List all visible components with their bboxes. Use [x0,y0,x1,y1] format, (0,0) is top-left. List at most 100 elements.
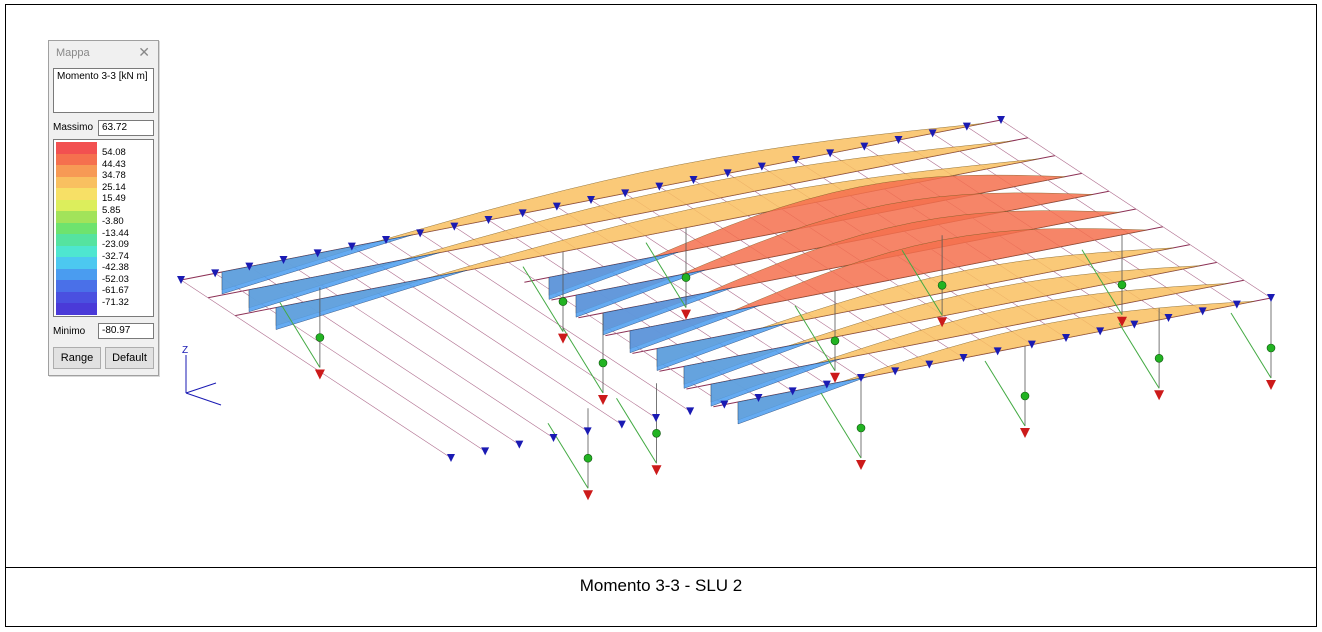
end-release-icon [1164,314,1173,322]
default-button[interactable]: Default [105,347,154,369]
end-release-icon [993,347,1002,356]
node-marker [1117,280,1127,290]
moment-diagram-negative [275,270,467,330]
moment-diagram [737,301,1255,421]
cross-member [1000,119,1272,299]
legend-tick-label: 44.43 [102,158,126,170]
structure-model-view[interactable]: Z [6,5,1316,565]
figure-frame: Z Mappa ✕ Momento 3-3 [kN m] Massimo 63.… [5,4,1317,627]
moment-diagram-negative [656,323,787,371]
end-release-icon [481,447,490,456]
cross-member [454,226,725,405]
legend-tick-label: -3.80 [102,216,124,227]
support-icon [681,309,691,320]
end-release-icon [552,202,561,211]
end-release-icon [621,189,630,198]
legend-tick-label: 25.14 [102,181,126,193]
range-button[interactable]: Range [53,347,101,369]
end-release-icon [587,196,595,204]
moment-diagram-negative [548,252,679,300]
moment-diagram-negative [683,341,814,389]
end-release-icon [617,420,626,429]
node-marker [856,423,866,433]
legend-swatch [56,165,97,177]
node-marker [652,428,661,438]
moment-diagram-negative [629,305,760,354]
mappa-panel[interactable]: Mappa ✕ Momento 3-3 [kN m] Massimo 63.72… [48,40,159,376]
node-marker [681,273,691,282]
brace-line [562,327,604,394]
moment-diagram [602,210,1120,332]
legend-swatch [56,268,97,280]
brace-line [547,422,589,489]
end-release-icon [549,434,558,442]
legend-tick-label: -42.38 [102,262,129,273]
legend-tick-label: 15.49 [102,193,126,204]
end-release-icon [826,149,835,158]
support-icon [1154,390,1165,401]
legend-swatch [56,291,97,303]
support-icon [558,333,568,344]
end-release-icon [857,374,865,382]
end-release-icon [211,269,220,278]
support-icon [583,490,593,501]
end-release-icon [962,122,971,131]
legend-tick-label: -52.03 [102,273,129,285]
support-icon [598,395,608,405]
caption-row: Momento 3-3 - SLU 2 [6,567,1316,626]
end-release-icon [757,162,766,171]
mappa-title: Mappa [56,47,90,59]
moment-diagram [548,174,1066,296]
support-icon [1117,316,1127,327]
brace-line [645,242,687,308]
moment-diagram [710,283,1228,403]
cross-member [180,279,452,459]
end-release-icon [894,136,903,144]
end-release-icon [723,169,732,178]
moment-diagram [575,192,1093,314]
y-axis-line [185,382,217,394]
node-marker [1266,343,1276,353]
end-release-icon [484,216,493,224]
moment-diagram [656,247,1174,367]
legend-swatch [56,199,97,211]
end-release-icon [720,400,729,409]
moment-diagram-negative [575,269,706,318]
max-field[interactable]: 63.72 [98,120,154,136]
figure-caption: Momento 3-3 - SLU 2 [579,576,743,595]
legend-tick-label: -71.32 [102,296,129,308]
min-field[interactable]: -80.97 [98,323,154,339]
moment-diagram-negative [248,252,440,313]
node-marker [598,358,608,368]
cross-member [317,253,588,432]
brace-line [1230,312,1272,379]
end-release-icon [686,407,695,416]
end-release-icon [382,236,390,244]
legend-swatch [56,142,97,154]
end-release-icon [279,256,288,264]
legend-swatch [56,245,97,257]
cross-member [420,233,691,412]
legend-tick-label: 54.08 [102,147,126,158]
end-release-icon [860,142,869,151]
end-release-icon [447,454,455,462]
end-release-icon [1267,294,1275,302]
end-release-icon [1232,300,1241,309]
close-icon[interactable]: ✕ [138,44,150,60]
legend-tick-label: -61.67 [102,285,129,296]
end-release-icon [997,116,1005,124]
brace-line [794,305,836,372]
cross-member [351,246,622,425]
end-release-icon [928,129,937,138]
quantity-field[interactable]: Momento 3-3 [kN m] [53,68,154,113]
brace-line [1081,249,1123,316]
end-release-icon [583,427,592,436]
end-release-icon [347,242,356,251]
brace-line [901,250,943,316]
end-release-icon [1198,307,1207,316]
end-release-icon [959,354,968,362]
support-icon [651,465,662,476]
end-release-icon [1027,340,1036,349]
brace-line [522,266,564,332]
